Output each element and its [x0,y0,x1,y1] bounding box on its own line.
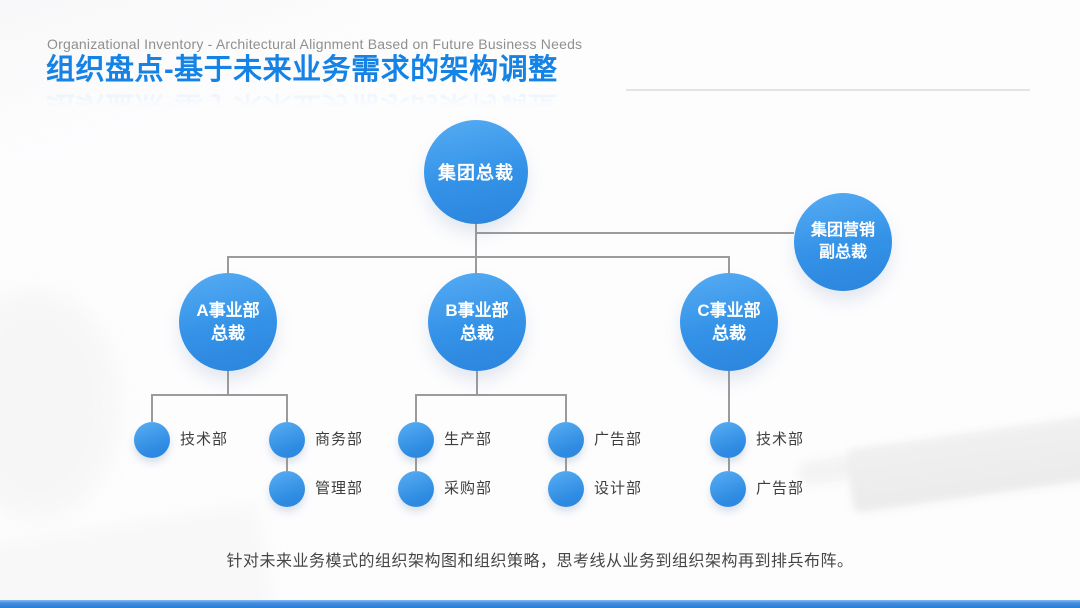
dept-label-b-production: 生产部 [444,431,493,448]
connector-a-drop-1 [151,394,153,422]
node-division-a-president: A事业部 总裁 [179,273,277,371]
connector-a-drop-2 [286,394,288,422]
dept-label-a-business: 商务部 [315,431,364,448]
connector-division-a-stub [227,256,229,274]
connector-root-down [475,224,477,274]
node-marketing-vp: 集团营销 副总裁 [794,193,892,291]
connector-a-chain [286,458,288,471]
dept-label-b-advertising: 广告部 [594,431,643,448]
footer-note: 针对未来业务模式的组织架构图和组织策略，思考线从业务到组织架构再到排兵布阵。 [226,553,854,570]
connector-a-down [227,371,229,396]
node-group-president: 集团总裁 [424,120,528,224]
dept-label-c-tech: 技术部 [756,431,805,448]
dept-dot [134,422,170,458]
dept-dot [269,471,305,507]
connector-b-chain-2 [565,458,567,471]
bottom-accent-bar [0,600,1080,608]
dept-dot [269,422,305,458]
connector-b-drop-2 [565,394,567,422]
connector-b-chain-1 [415,458,417,471]
connector-division-c-stub [728,256,730,274]
header-divider-line [626,89,1030,91]
connector-c-chain [728,458,730,471]
dept-dot [710,471,746,507]
dept-dot [398,422,434,458]
connector-b-down [476,371,478,396]
connector-root-to-staff [475,232,794,234]
dept-dot [398,471,434,507]
connector-divisions-bus [227,256,730,258]
node-division-b-president: B事业部 总裁 [428,273,526,371]
connector-a-bus [151,394,288,396]
dept-label-a-tech: 技术部 [180,431,229,448]
dept-label-b-procurement: 采购部 [444,480,493,497]
connector-b-drop-1 [415,394,417,422]
slide-title: 组织盘点-基于未来业务需求的架构调整 [46,54,558,86]
connector-b-bus [415,394,567,396]
dept-dot [710,422,746,458]
dept-dot [548,422,584,458]
header-subtitle-english: Organizational Inventory - Architectural… [47,36,583,52]
dept-dot [548,471,584,507]
dept-label-a-management: 管理部 [315,480,364,497]
dept-label-b-design: 设计部 [594,480,643,497]
node-division-c-president: C事业部 总裁 [680,273,778,371]
dept-label-c-advertising: 广告部 [756,480,805,497]
connector-c-down [728,371,730,422]
